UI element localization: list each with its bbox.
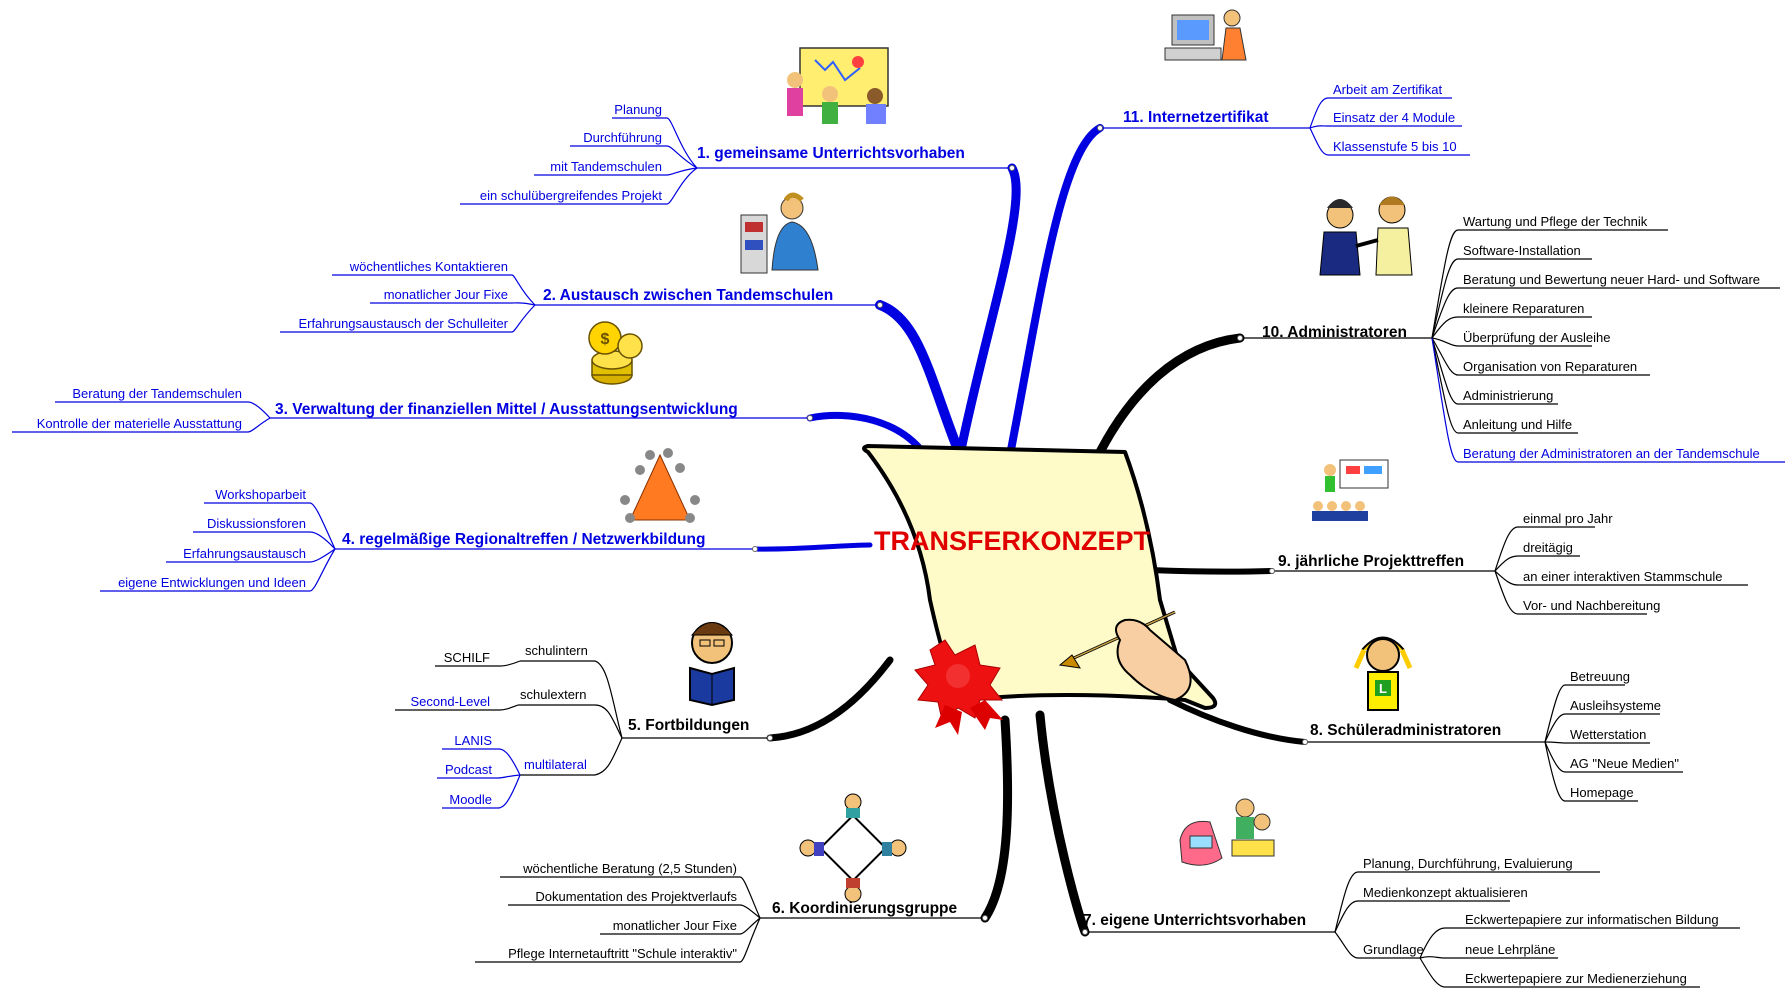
category-6-label: 6. Koordinierungsgruppe — [772, 900, 958, 917]
branch-2-trunk — [875, 300, 965, 460]
leaf-10-2: Software-Installation — [1463, 243, 1581, 258]
leaf-7-1: Planung, Durchführung, Evaluierung — [1363, 856, 1573, 871]
presentation-icon — [1312, 459, 1389, 521]
leaf-4-4: eigene Entwicklungen und Ideen — [118, 575, 306, 590]
leaf-10-3: Beratung und Bewertung neuer Hard- und S… — [1463, 272, 1760, 287]
branch-3-trunk — [806, 411, 929, 459]
leaf-6-4: Pflege Internetauftritt "Schule interakt… — [508, 946, 737, 961]
leaf-1-4: ein schulübergreifendes Projekt — [480, 188, 662, 203]
leaf-9-1: einmal pro Jahr — [1523, 511, 1613, 526]
branch-9-trunk — [1147, 567, 1275, 575]
leaf-labels: Planung Durchführung mit Tandemschulen e… — [37, 82, 1760, 986]
leaf-10-4: kleinere Reparaturen — [1463, 301, 1584, 316]
hand-writing-icon — [1058, 610, 1192, 702]
coins-icon: $ — [588, 321, 643, 385]
leaf-4-3: Erfahrungsaustausch — [183, 546, 306, 561]
leaf-6-2: Dokumentation des Projektverlaufs — [535, 889, 737, 904]
leaf-9-3: an einer interaktiven Stammschule — [1523, 569, 1722, 584]
leaf-9-4: Vor- und Nachbereitung — [1523, 598, 1660, 613]
wax-seal-icon — [914, 639, 1004, 735]
category-3-label: 3. Verwaltung der finanziellen Mittel / … — [275, 401, 738, 418]
person-at-computer-icon — [1164, 9, 1247, 61]
children-painting-icon — [787, 47, 889, 124]
node-dots — [752, 125, 1308, 935]
leaf-10-7: Administrierung — [1463, 388, 1553, 403]
center-title: TRANSFERKONZEPT — [874, 526, 1151, 556]
leaf-5-3: LANIS — [454, 733, 492, 748]
category-9-label: 9. jährliche Projekttreffen — [1278, 553, 1464, 570]
group-5-1: schulintern — [525, 643, 588, 658]
leaf-3-2: Kontrolle der materielle Ausstattung — [37, 416, 242, 431]
branch-4-trunk — [752, 542, 873, 552]
svg-text:$: $ — [601, 331, 610, 348]
kids-computer-icon — [1179, 798, 1275, 866]
category-labels: 1. gemeinsame Unterrichtsvorhaben 2. Aus… — [275, 109, 1501, 929]
leaf-5-5: Moodle — [449, 792, 492, 807]
leaf-1-1: Planung — [614, 102, 662, 117]
leaf-6-1: wöchentliche Beratung (2,5 Stunden) — [522, 861, 737, 876]
center-topic: TRANSFERKONZEPT — [862, 444, 1218, 735]
leaf-10-1: Wartung und Pflege der Technik — [1463, 214, 1648, 229]
leaf-6-3: monatlicher Jour Fixe — [613, 918, 737, 933]
leaf-10-9: Beratung der Administratoren an der Tand… — [1463, 446, 1760, 461]
leaf-7-2: Medienkonzept aktualisieren — [1363, 885, 1528, 900]
leaf-4-1: Workshoparbeit — [215, 487, 306, 502]
branch-7-trunk — [1035, 710, 1090, 937]
svg-text:L: L — [1379, 681, 1387, 696]
leaf-5-4: Podcast — [445, 762, 492, 777]
category-4-label: 4. regelmäßige Regionaltreffen / Netzwer… — [342, 531, 705, 548]
handshake-icon — [1319, 196, 1413, 276]
branch-11-trunk — [1006, 124, 1104, 459]
girl-student-icon: L — [1353, 636, 1413, 711]
leaf-2-1: wöchentliches Kontaktieren — [349, 259, 508, 274]
category-7-label: 7. eigene Unterrichtsvorhaben — [1083, 912, 1306, 929]
category-10-label: 10. Administratoren — [1262, 324, 1407, 341]
meeting-table-icon — [799, 793, 907, 903]
leaf-8-3: Wetterstation — [1570, 727, 1646, 742]
group-5-3: multilateral — [524, 757, 587, 772]
connectors — [12, 97, 1785, 988]
leaf-7-4: neue Lehrpläne — [1465, 942, 1555, 957]
leaf-5-2: Second-Level — [411, 694, 491, 709]
people-exchange-icon — [740, 192, 819, 274]
leaf-1-2: Durchführung — [583, 130, 662, 145]
leaf-7-3: Eckwertepapiere zur informatischen Bildu… — [1465, 912, 1719, 927]
leaf-8-5: Homepage — [1570, 785, 1634, 800]
leaf-5-1: SCHILF — [444, 650, 490, 665]
leaf-10-5: Überprüfung der Ausleihe — [1463, 330, 1610, 345]
leaf-11-3: Klassenstufe 5 bis 10 — [1333, 139, 1457, 154]
branch-8-trunk — [1167, 697, 1308, 745]
main-branches — [752, 124, 1308, 937]
leaf-7-5: Eckwertepapiere zur Medienerziehung — [1465, 971, 1687, 986]
category-2-label: 2. Austausch zwischen Tandemschulen — [543, 287, 833, 304]
group-5-2: schulextern — [520, 687, 586, 702]
branch-10-trunk — [1090, 333, 1245, 467]
leaf-11-1: Arbeit am Zertifikat — [1333, 82, 1442, 97]
branch-6-trunk — [980, 715, 1013, 923]
leaf-8-1: Betreuung — [1570, 669, 1630, 684]
leaf-2-3: Erfahrungsaustausch der Schulleiter — [298, 316, 508, 331]
leaf-2-2: monatlicher Jour Fixe — [384, 287, 508, 302]
people-circle-icon — [620, 448, 700, 523]
branch-5-trunk — [766, 656, 894, 742]
category-1-label: 1. gemeinsame Unterrichtsvorhaben — [697, 145, 965, 162]
student-reading-icon — [689, 622, 735, 707]
leaf-8-4: AG "Neue Medien" — [1570, 756, 1679, 771]
leaf-8-2: Ausleihsysteme — [1570, 698, 1661, 713]
leaf-4-2: Diskussionsforen — [207, 516, 306, 531]
icons: $ — [588, 9, 1413, 903]
leaf-1-3: mit Tandemschulen — [550, 159, 662, 174]
leaf-10-6: Organisation von Reparaturen — [1463, 359, 1637, 374]
leaf-10-8: Anleitung und Hilfe — [1463, 417, 1572, 432]
category-8-label: 8. Schüleradministratoren — [1310, 722, 1501, 739]
group-7-1: Grundlage — [1363, 942, 1424, 957]
leaf-3-1: Beratung der Tandemschulen — [72, 386, 242, 401]
leaf-9-2: dreitägig — [1523, 540, 1573, 555]
category-11-label: 11. Internetzertifikat — [1123, 109, 1269, 126]
category-5-label: 5. Fortbildungen — [628, 717, 749, 734]
leaf-11-2: Einsatz der 4 Module — [1333, 110, 1455, 125]
